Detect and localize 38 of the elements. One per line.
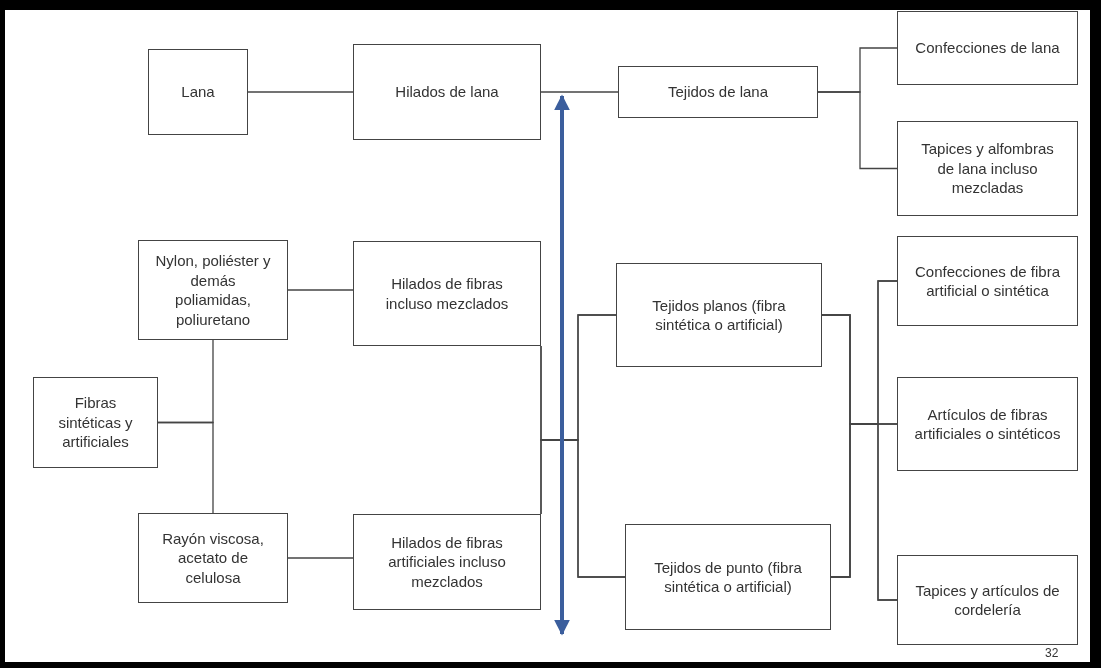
process-box xyxy=(625,524,831,630)
process-box xyxy=(148,49,248,135)
connector-line xyxy=(287,289,354,291)
box-text: Tejidos de lana xyxy=(667,82,769,102)
process-box xyxy=(353,44,541,140)
process-box xyxy=(33,377,158,468)
connector-line xyxy=(287,557,354,559)
connector-line xyxy=(247,91,354,93)
box-text: Confecciones de fibra artificial o sintética xyxy=(914,261,1061,301)
box-text: Fibras sintéticas y artificiales xyxy=(57,393,134,452)
box-text: Tapices y artículos de cordelería xyxy=(914,580,1061,620)
connector-line xyxy=(540,91,619,93)
connector-line xyxy=(540,439,626,578)
process-box xyxy=(353,514,541,610)
process-box xyxy=(616,263,822,367)
box-text: Hilados de fibras incluso mezclados xyxy=(384,274,510,313)
process-box xyxy=(897,236,1078,326)
process-box xyxy=(353,241,541,346)
process-box xyxy=(138,240,288,340)
box-text: Lana xyxy=(181,82,215,102)
process-box xyxy=(897,121,1078,216)
page-number: 32 xyxy=(1045,646,1059,660)
process-box xyxy=(897,11,1078,85)
box-text: Confecciones de lana xyxy=(915,38,1060,58)
box-text: Hilados de fibras artificiales incluso mezclados xyxy=(387,532,507,592)
box-text: Hilados de lana xyxy=(395,82,499,102)
box-text: Tapices y alfombras de lana incluso mezcladas xyxy=(920,139,1055,198)
process-box xyxy=(897,555,1078,645)
box-text: Rayón viscosa, acetato de celulosa xyxy=(161,528,265,588)
process-box xyxy=(897,377,1078,471)
box-text: Artículos de fibras artificiales o sintéticos xyxy=(914,404,1061,444)
connector-line xyxy=(817,91,898,170)
connector-line xyxy=(157,421,214,514)
process-box xyxy=(618,66,818,118)
box-text: Nylon, poliéster y demás poliamidas, poliuretano xyxy=(155,251,271,329)
box-text: Tejidos de punto (fibra sintética o artificial) xyxy=(653,557,803,597)
box-text: Tejidos planos (fibra sintética o artificial) xyxy=(651,295,787,335)
process-box xyxy=(138,513,288,603)
